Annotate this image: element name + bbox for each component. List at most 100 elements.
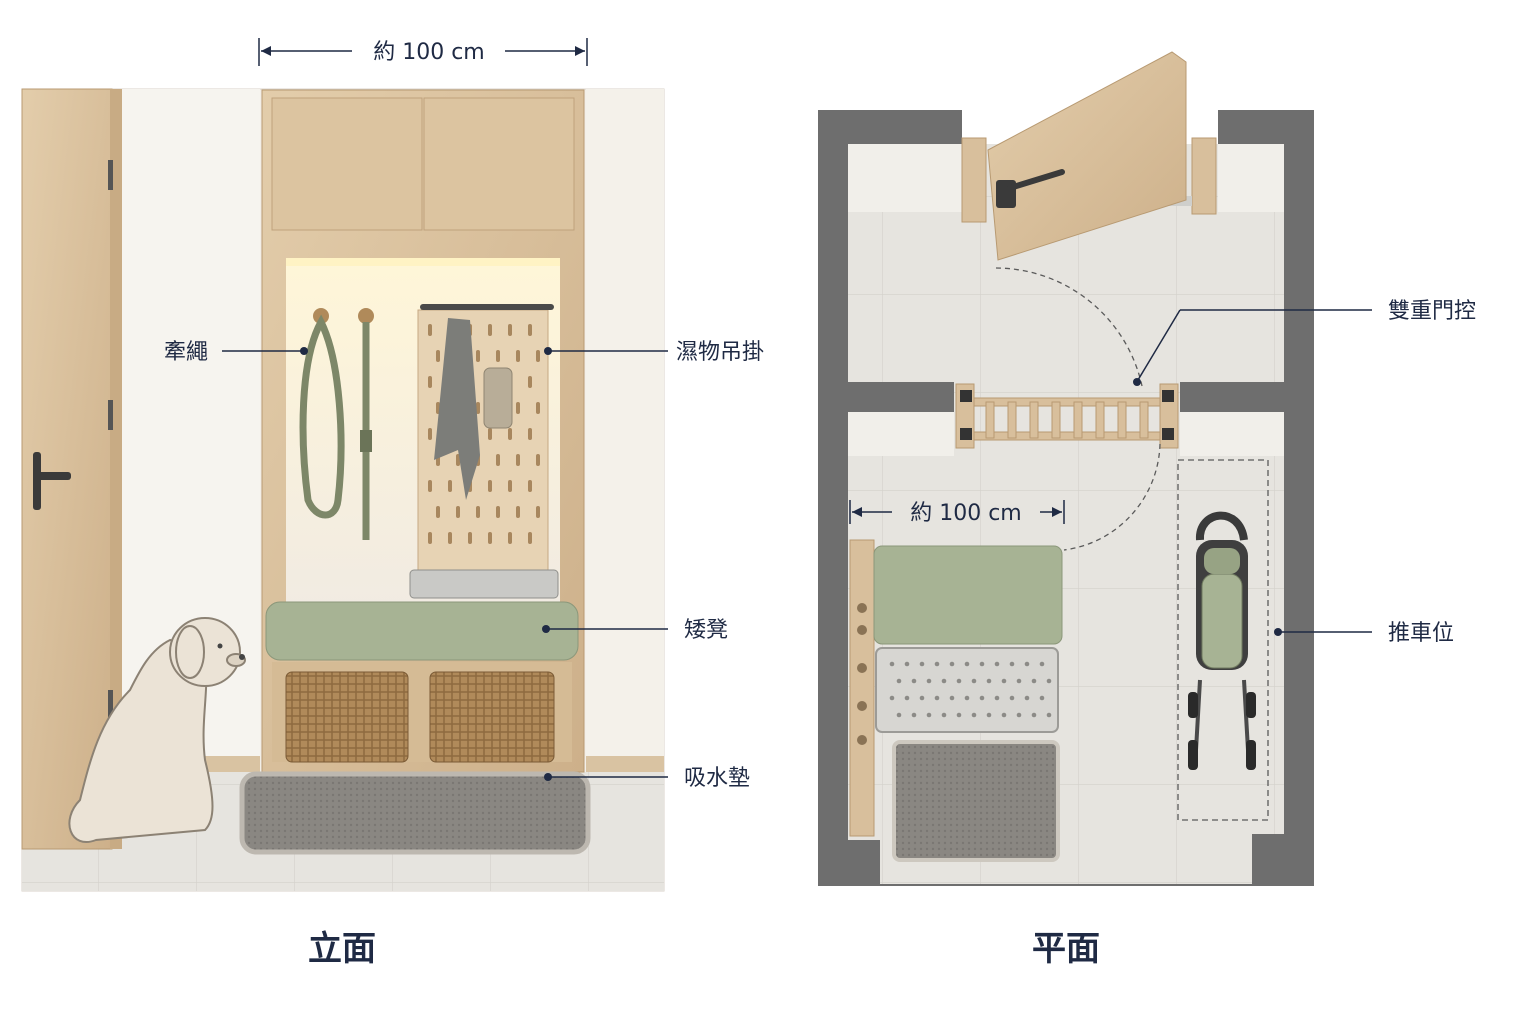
partition-left	[848, 382, 954, 412]
gate-bar	[1007, 401, 1017, 439]
peg-hole	[428, 376, 432, 388]
tray-hole	[911, 712, 917, 718]
tray-hole	[1016, 712, 1022, 718]
peg-hole	[428, 532, 432, 544]
tray-hole	[911, 678, 917, 684]
plan-view: 約 100 cm 雙重門控 推車位 平面	[818, 51, 1476, 969]
wall-hooks-icon	[857, 603, 867, 745]
tray-hole	[971, 678, 977, 684]
tray-hole	[964, 695, 970, 701]
tray-hole	[1039, 695, 1045, 701]
tray-hole	[1016, 678, 1022, 684]
peg-hole	[488, 532, 492, 544]
tray-hole	[896, 712, 902, 718]
peg-hole	[468, 532, 472, 544]
peg-hole	[508, 428, 512, 440]
tray-holes	[889, 661, 1052, 718]
peg-hole	[476, 350, 480, 362]
callout-label-stroller: 推車位	[1388, 621, 1454, 646]
peg-hole	[456, 454, 460, 466]
plan-width-label: 約 100 cm	[910, 501, 1022, 526]
tray-hole	[986, 678, 992, 684]
tray-hole	[889, 661, 895, 667]
dog-icon	[68, 617, 246, 843]
tray-hole	[1009, 695, 1015, 701]
door-hinge-icon	[108, 160, 113, 190]
peg-hole	[448, 532, 452, 544]
peg-hole	[516, 350, 520, 362]
tray-hole	[904, 661, 910, 667]
pet-gate	[955, 383, 1179, 449]
right-skirting	[586, 756, 664, 772]
inner-wall-face	[848, 412, 954, 456]
plan-drip-tray	[875, 647, 1059, 733]
tray-hole	[964, 661, 970, 667]
door-hinge-icon	[108, 690, 113, 720]
plan-absorbent-mat	[892, 740, 1060, 862]
tray-hole	[1046, 712, 1052, 718]
tray-hole	[1039, 661, 1045, 667]
elevation-width-dimension	[258, 38, 588, 66]
elevation-view: 約 100 cm 牽繩 濕物吊掛 矮凳 吸水墊 立面	[21, 38, 764, 969]
tray-hole	[979, 661, 985, 667]
plan-wall-corner-left	[848, 840, 880, 884]
peg-hole	[428, 324, 432, 336]
tray-hole	[934, 661, 940, 667]
inner-wall-face	[1218, 144, 1284, 212]
peg-hole	[528, 324, 532, 336]
peg-hole	[428, 428, 432, 440]
stroller-icon	[1188, 511, 1256, 770]
plan-title: 平面	[1032, 929, 1100, 969]
tray-hole	[994, 661, 1000, 667]
peg-hole	[476, 506, 480, 518]
door-jamb-right	[1191, 137, 1217, 215]
peg-hole	[496, 350, 500, 362]
inner-wall-face	[1180, 412, 1284, 456]
tray-hole	[1001, 712, 1007, 718]
plan-wall-bottom	[818, 884, 1314, 886]
peg-hole	[496, 454, 500, 466]
peg-hole	[528, 376, 532, 388]
peg-hole	[516, 506, 520, 518]
plan-bench-cushion	[873, 545, 1063, 645]
callout-double-door	[1133, 309, 1372, 386]
plan-width-dimension	[849, 500, 1065, 524]
tray-hole	[949, 661, 955, 667]
tray-hole	[926, 678, 932, 684]
plan-wall-left	[818, 110, 962, 884]
callout-label-wet-items: 濕物吊掛	[676, 340, 764, 365]
tray-hole	[1024, 695, 1030, 701]
tray-hole	[919, 695, 925, 701]
peg-hole	[456, 506, 460, 518]
storage-basket-right	[429, 671, 555, 763]
tray-hole	[949, 695, 955, 701]
tray-hole	[1009, 661, 1015, 667]
door-swing-arc	[995, 267, 1143, 387]
tray-hole	[956, 712, 962, 718]
stroller-zone	[1177, 459, 1269, 821]
peg-hole	[508, 324, 512, 336]
tray-hole	[889, 695, 895, 701]
bench-side-panel	[849, 539, 875, 837]
leash-clip-icon	[360, 430, 372, 452]
callout-label-bench: 矮凳	[684, 618, 728, 643]
peg-hole	[528, 428, 532, 440]
tray-hole	[1001, 678, 1007, 684]
peg-hole	[528, 480, 532, 492]
door-frame	[110, 89, 122, 849]
gate-bar	[1139, 401, 1149, 439]
callout-mat	[544, 773, 668, 781]
gate-bar	[985, 401, 995, 439]
tray-hole	[941, 678, 947, 684]
callout-label-double-door: 雙重門控	[1388, 299, 1476, 324]
door-jamb-left	[961, 137, 987, 223]
peg-hole	[536, 506, 540, 518]
bench-cushion	[265, 601, 579, 661]
callout-label-mat: 吸水墊	[684, 766, 750, 791]
peg-hole	[496, 506, 500, 518]
tray-hole	[896, 678, 902, 684]
gate-bar	[1029, 401, 1039, 439]
gate-bar	[1051, 401, 1061, 439]
towel-icon	[434, 318, 480, 500]
